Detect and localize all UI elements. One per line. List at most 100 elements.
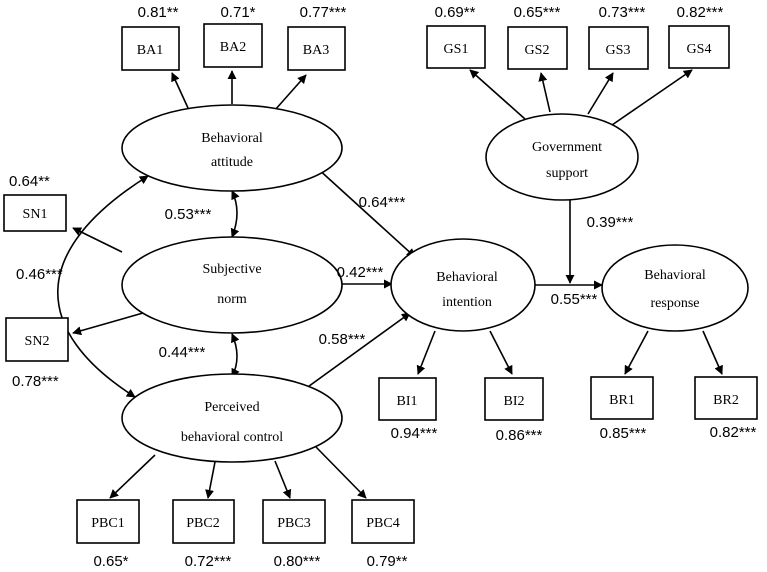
indicator-br1: BR1 [590,376,654,420]
bi1-label: BI1 [397,394,418,409]
coefficient-values: 0.64*** 0.42*** 0.58*** 0.55*** 0.39*** … [16,194,634,361]
indicator-gs2: GS2 [507,26,568,70]
coef-pbc-bi: 0.58*** [319,331,366,348]
arrow-pbc-pbc1 [109,454,156,499]
coef-sn-pbc: 0.44*** [159,344,206,361]
loading-gs4: 0.82*** [677,4,724,21]
indicator-pbc2: PBC2 [172,499,235,544]
arrow-gs-gs1 [469,69,526,120]
gs-label-line1: Government [532,140,602,155]
loading-pbc3: 0.80*** [274,553,321,570]
loading-ba1: 0.81** [138,4,179,21]
sn-label-line2: norm [217,292,247,307]
coef-ba-bi: 0.64*** [359,194,406,211]
arrow-bi-bi2 [489,330,513,375]
loading-ba2: 0.71* [220,4,255,21]
gs2-label: GS2 [525,43,550,58]
indicator-pbc4: PBC4 [351,499,415,544]
coef-sn-bi: 0.42*** [337,264,384,281]
sn1-label: SN1 [23,207,48,222]
pbc-label-line2: behavioral control [181,430,283,445]
loading-gs2: 0.65*** [514,4,561,21]
bi-label-line1: Behavioral [436,270,498,285]
pbc-label-line1: Perceived [204,400,259,415]
arrow-gs-gs2 [538,72,551,113]
loading-values: 0.81** 0.71* 0.77*** 0.69** 0.65*** 0.73… [9,4,757,570]
bi-label-line2: intention [442,295,492,310]
arrow-ba-ba3 [274,74,307,111]
loading-pbc1: 0.65* [93,553,128,570]
loading-pbc2: 0.72*** [185,553,232,570]
construct-behavioral-attitude: Behavioral attitude [121,104,343,192]
arrow-ba-ba1 [171,72,189,109]
ba3-label: BA3 [303,43,329,58]
ba-label-line1: Behavioral [201,131,263,146]
corr-sn-pbc [231,333,240,378]
arrow-sn-sn1 [72,227,123,253]
corr-ba-sn [230,190,240,238]
construct-perceived-behavioral-control: Perceived behavioral control [121,373,343,463]
indicator-ba2: BA2 [203,23,263,68]
indicator-gs4: GS4 [668,25,730,69]
loading-pbc4: 0.79** [367,553,408,570]
arrow-br-br1 [624,330,649,375]
loading-sn2: 0.78*** [12,373,59,390]
coef-ba-sn: 0.53*** [165,206,212,223]
loading-gs3: 0.73*** [599,4,646,21]
bi2-label: BI2 [504,394,525,409]
arrow-bi-bi1 [416,330,436,375]
loading-gs1: 0.69** [435,4,476,21]
br2-label: BR2 [713,393,739,408]
indicator-bi2: BI2 [484,377,544,421]
gs1-label: GS1 [444,42,469,57]
sn2-label: SN2 [25,334,50,349]
arrow-gs-gs3 [587,72,614,115]
coef-bi-br: 0.55*** [551,291,598,308]
loading-bi2: 0.86*** [496,427,543,444]
indicator-gs1: GS1 [426,25,486,69]
arrow-sn-sn2 [72,310,151,336]
construct-government-support: Government support [485,113,639,201]
pbc2-label: PBC2 [186,516,219,531]
arrow-pbc-pbc2 [205,461,216,499]
br1-label: BR1 [609,393,635,408]
sn-label-line1: Subjective [202,262,261,277]
indicator-sn1: SN1 [3,194,67,232]
arrow-gs-gs4 [611,69,693,126]
loading-sn1: 0.64** [9,173,50,190]
loading-bi1: 0.94*** [391,425,438,442]
gs4-label: GS4 [687,42,712,57]
indicator-br2: BR2 [694,376,758,420]
path-ba-bi [315,166,416,258]
pbc1-label: PBC1 [91,516,124,531]
construct-subjective-norm: Subjective norm [121,236,343,334]
loading-br2: 0.82*** [710,424,757,441]
indicator-sn2: SN2 [5,317,69,362]
construct-behavioral-intention: Behavioral intention [390,238,536,332]
arrow-pbc-pbc3 [274,460,292,499]
indicator-ba1: BA1 [121,26,180,71]
arrow-br-br2 [702,330,723,375]
arrow-pbc-pbc4 [315,446,367,499]
coef-ba-pbc: 0.46*** [16,266,63,283]
path-pbc-bi [304,312,411,390]
pbc3-label: PBC3 [277,516,310,531]
indicator-ba3: BA3 [287,26,346,71]
arrows [57,69,723,499]
br-label-line1: Behavioral [644,268,706,283]
br-label-line2: response [651,296,700,311]
pbc4-label: PBC4 [366,516,399,531]
coef-gs-br: 0.39*** [587,214,634,231]
ba2-label: BA2 [220,40,246,55]
indicator-pbc1: PBC1 [76,499,140,544]
loading-ba3: 0.77*** [300,4,347,21]
indicator-pbc3: PBC3 [262,499,326,544]
construct-behavioral-response: Behavioral response [601,244,749,332]
gs3-label: GS3 [606,43,631,58]
indicator-bi1: BI1 [378,377,437,421]
gs-label-line2: support [546,166,588,181]
loading-br1: 0.85*** [600,425,647,442]
ba-label-line2: attitude [211,155,253,170]
ba1-label: BA1 [137,43,163,58]
